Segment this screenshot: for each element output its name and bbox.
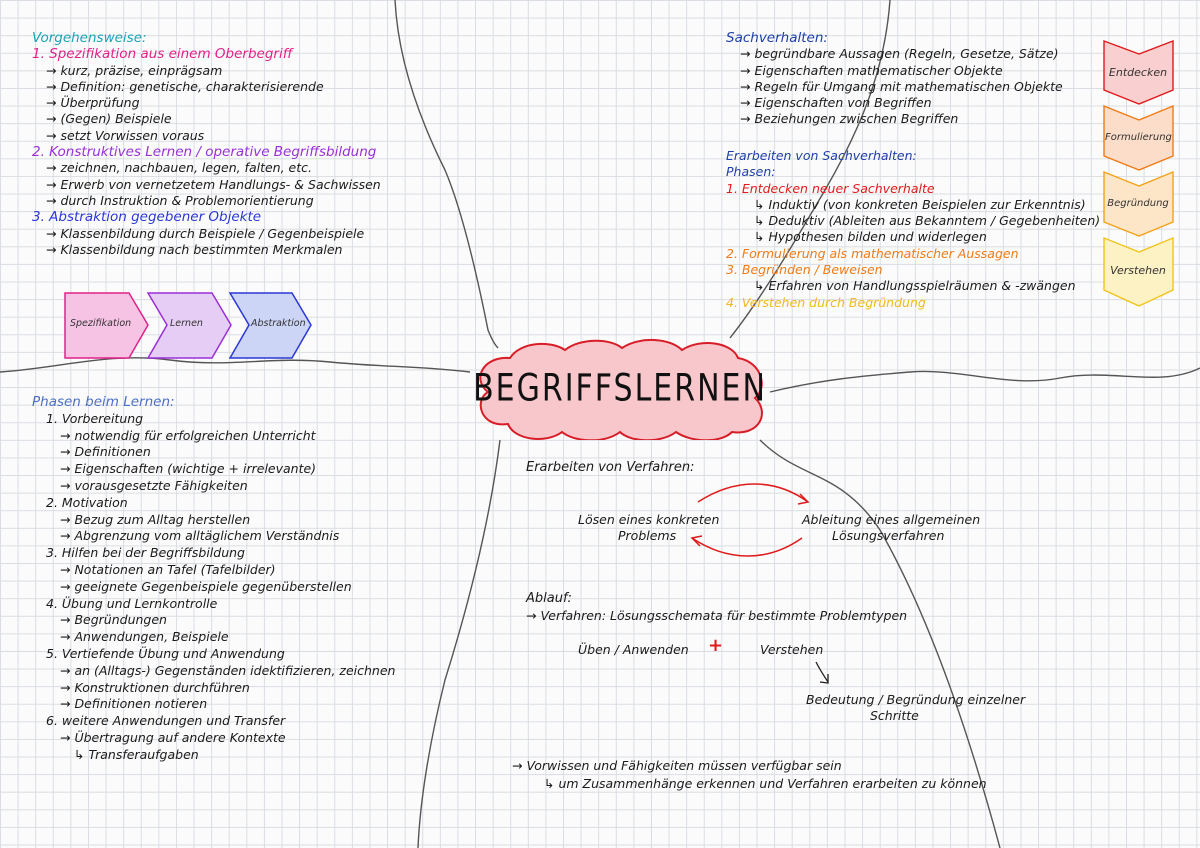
list-item: → Abgrenzung vom alltäglichem Verständni… <box>60 528 340 544</box>
verfahren-left-line2: Problems <box>618 528 677 543</box>
plus-sign: + <box>708 635 724 656</box>
bedeutung-line1: Bedeutung / Begründung einzelner <box>806 692 1026 707</box>
arrow-down-icon <box>815 661 829 684</box>
phasen-lernen-list: 1. Vorbereitung→ notwendig für erfolgrei… <box>32 411 395 764</box>
list-item: → Eigenschaften mathematischer Objekte <box>740 62 1003 78</box>
list-item: → Notationen an Tafel (Tafelbilder) <box>60 561 276 577</box>
ablauf-item: → Verfahren: Lösungsschemata für bestimm… <box>526 608 908 623</box>
phase-heading: 4. Übung und Lernkontrolle <box>46 595 218 611</box>
phase-heading: 1. Vorbereitung <box>46 410 144 426</box>
ablauf-heading: Ablauf: <box>526 591 572 606</box>
vorwissen-line1: → Vorwissen und Fähigkeiten müssen verfü… <box>512 758 842 773</box>
list-item: ↳ Deduktiv (Ableiten aus Bekanntem / Geg… <box>754 213 1101 229</box>
step-2-heading: 2. Konstruktives Lernen / operative Begr… <box>32 144 377 161</box>
verfahren-heading: Erarbeiten von Verfahren: <box>526 460 695 475</box>
list-item: → Regeln für Umgang mit mathematischen O… <box>740 78 1063 94</box>
list-item: → Begründungen <box>60 612 167 628</box>
phase-heading: 2. Motivation <box>46 494 128 510</box>
bedeutung-line2: Schritte <box>870 708 919 723</box>
list-item: ↳ Induktiv (von konkreten Beispielen zur… <box>754 196 1086 212</box>
list-item: → Eigenschaften von Begriffen <box>740 95 932 111</box>
cycle-arrows-icon <box>690 483 810 557</box>
ueben-label: Üben / Anwenden <box>578 642 689 657</box>
chevron-lernen: Lernen <box>170 318 203 329</box>
phase-heading: 6. weitere Anwendungen und Transfer <box>46 713 286 729</box>
list-item: → vorausgesetzte Fähigkeiten <box>60 477 248 493</box>
step-1-heading: 1. Spezifikation aus einem Oberbegriff <box>32 46 293 63</box>
list-item: → notwendig für erfolgreichen Unterricht <box>60 427 316 443</box>
vorgehensweise-heading: Vorgehensweise: <box>32 30 147 46</box>
phase-2-heading: 2. Formulierung als mathematischer Aussa… <box>726 245 1019 261</box>
verfahren-left-line1: Lösen eines konkreten <box>578 512 720 527</box>
phase-1-heading: 1. Entdecken neuer Sachverhalte <box>726 180 935 196</box>
list-item: → Bezug zum Alltag herstellen <box>60 511 251 527</box>
title-cloud: BEGRIFFSLERNEN <box>470 336 770 440</box>
list-item: ↳ Erfahren von Handlungsspielräumen & -z… <box>754 278 1076 294</box>
step-3-heading: 3. Abstraktion gegebener Objekte <box>32 209 262 226</box>
list-item: → an (Alltags-) Gegenständen idektifizie… <box>60 662 396 678</box>
list-item: → Übertragung auf andere Kontexte <box>60 729 286 745</box>
phasen-lernen-section: Phasen beim Lernen: 1. Vorbereitung→ not… <box>32 394 395 764</box>
phasen-label: Phasen: <box>726 164 776 180</box>
list-item: → geeignete Gegenbeispiele gegenüberstel… <box>60 578 352 594</box>
side-chevron-begruendung: Begründung <box>1107 198 1169 209</box>
page-title: BEGRIFFSLERNEN <box>473 366 767 410</box>
sachverhalten-section: Sachverhalten: → begründbare Aussagen (R… <box>726 30 1063 128</box>
process-chevrons <box>64 292 312 359</box>
phasen-lernen-heading: Phasen beim Lernen: <box>32 394 175 410</box>
list-item: → Beziehungen zwischen Begriffen <box>740 111 959 127</box>
erarbeiten-sachverhalten-section: Erarbeiten von Sachverhalten: Phasen: 1.… <box>726 148 1100 311</box>
sachverhalten-heading: Sachverhalten: <box>726 30 828 46</box>
phase-4-heading: 4. Verstehen durch Begründung <box>726 294 926 310</box>
verfahren-right-line2: Lösungsverfahren <box>832 528 945 543</box>
list-item: → begründbare Aussagen (Regeln, Gesetze,… <box>740 46 1059 62</box>
list-item: → (Gegen) Beispiele <box>46 111 172 127</box>
phase-3-heading: 3. Begründen / Beweisen <box>726 262 883 278</box>
list-item: → durch Instruktion & Problemorientierun… <box>46 192 314 208</box>
vorgehensweise-section: Vorgehensweise: 1. Spezifikation aus ein… <box>32 30 381 258</box>
list-item: → Klassenbildung nach bestimmten Merkmal… <box>46 241 343 257</box>
verfahren-right-line1: Ableitung eines allgemeinen <box>802 512 981 527</box>
list-item: → Definition: genetische, charakterisier… <box>46 78 324 94</box>
vorwissen-line2: ↳ um Zusammenhänge erkennen und Verfahre… <box>544 776 987 791</box>
phase-heading: 3. Hilfen bei der Begriffsbildung <box>46 545 245 561</box>
side-chevron-formulierung: Formulierung <box>1105 132 1172 143</box>
side-chevron-entdecken: Entdecken <box>1108 66 1168 79</box>
list-item: → Konstruktionen durchführen <box>60 679 250 695</box>
list-item: → Eigenschaften (wichtige + irrelevante) <box>60 461 317 477</box>
chevron-spezifikation: Spezifikation <box>70 318 132 329</box>
side-chevrons <box>1103 40 1174 307</box>
list-item: → Anwendungen, Beispiele <box>60 629 229 645</box>
list-item: → kurz, präzise, einprägsam <box>46 62 223 78</box>
list-item: → Überprüfung <box>46 95 140 111</box>
chevron-abstraktion: Abstraktion <box>251 318 306 329</box>
list-item: → zeichnen, nachbauen, legen, falten, et… <box>46 160 312 176</box>
list-item: → Definitionen <box>60 444 151 460</box>
erarbeiten-heading: Erarbeiten von Sachverhalten: <box>726 148 917 163</box>
phase-heading: 5. Vertiefende Übung und Anwendung <box>46 645 285 661</box>
list-item: ↳ Hypothesen bilden und widerlegen <box>754 229 987 245</box>
list-item: → Erwerb von vernetzetem Handlungs- & Sa… <box>46 176 381 192</box>
list-item: → Klassenbildung durch Beispiele / Gegen… <box>46 225 365 241</box>
list-item: ↳ Transferaufgaben <box>74 746 199 762</box>
list-item: → setzt Vorwissen voraus <box>46 127 205 143</box>
list-item: → Definitionen notieren <box>60 696 208 712</box>
side-chevron-verstehen: Verstehen <box>1110 264 1166 277</box>
verstehen-label: Verstehen <box>760 642 824 657</box>
